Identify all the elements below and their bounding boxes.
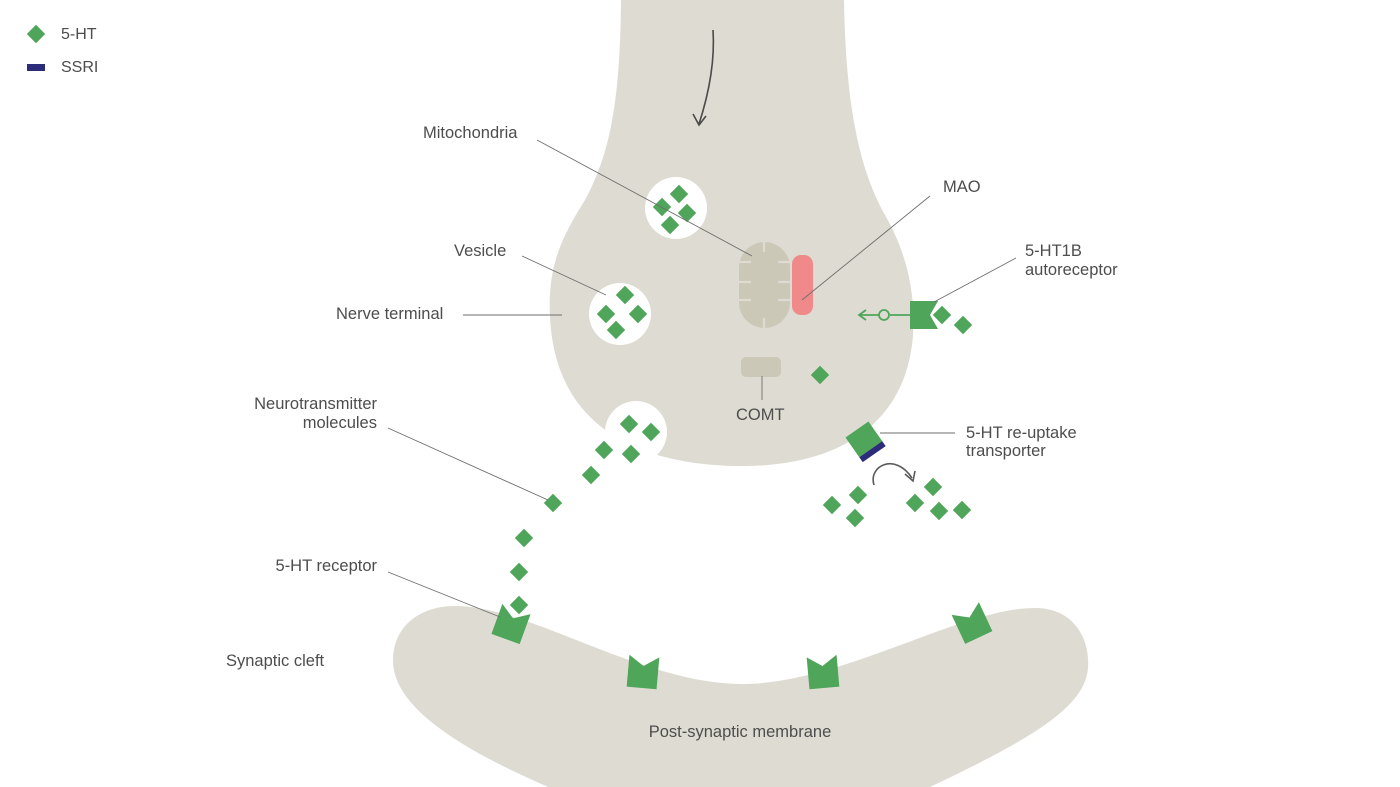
comt-enzyme-icon [741,357,781,377]
leader-lines [387,139,1017,618]
vesicle-middle [589,283,651,345]
receptor-icon-2 [626,654,660,690]
label-neurotransmitter-line2: molecules [303,414,377,432]
label-post-synaptic-membrane: Post-synaptic membrane [649,723,832,741]
signal-arrow-icon [698,29,715,125]
label-5ht-receptor: 5-HT receptor [276,557,378,575]
vesicle-releasing [605,401,667,463]
post-synaptic-membrane-shape [393,606,1089,787]
reuptake-transporter-icon [845,421,886,463]
vesicle-top [645,177,707,239]
autoreceptor-icon [857,301,938,329]
label-reuptake-line2: transporter [966,442,1046,460]
receptor-icon-3 [806,654,840,690]
label-mitochondria: Mitochondria [423,124,518,142]
label-vesicle: Vesicle [454,242,506,260]
mitochondrion-icon [739,242,790,328]
label-autoreceptor-line1: 5-HT1B [1025,242,1082,260]
label-comt: COMT [736,406,785,424]
legend-label-5ht: 5-HT [61,26,97,43]
reuptake-arrow-icon [872,462,913,486]
serotonin-diamond-icon [26,24,46,44]
legend: 5-HT SSRI [26,24,98,76]
mao-enzyme-icon [792,255,813,315]
label-nerve-terminal: Nerve terminal [336,305,443,323]
nerve-terminal-shape [549,0,914,467]
receptor-icon-1 [491,603,531,645]
legend-item-ssri: SSRI [27,59,98,76]
signal-arrowhead-icon [692,113,707,127]
label-mao: MAO [943,178,981,196]
post-synaptic-receptors [491,602,993,690]
legend-item-5ht: 5-HT [26,24,97,44]
receptor-icon-4 [951,602,993,644]
ssri-bar-icon [27,64,45,71]
label-autoreceptor-line2: autoreceptor [1025,261,1118,279]
label-neurotransmitter-line1: Neurotransmitter [254,395,377,413]
label-reuptake-line1: 5-HT re-uptake [966,424,1077,442]
ssri-blocker-icon [859,441,886,463]
label-synaptic-cleft: Synaptic cleft [226,652,325,670]
legend-label-ssri: SSRI [61,59,98,76]
